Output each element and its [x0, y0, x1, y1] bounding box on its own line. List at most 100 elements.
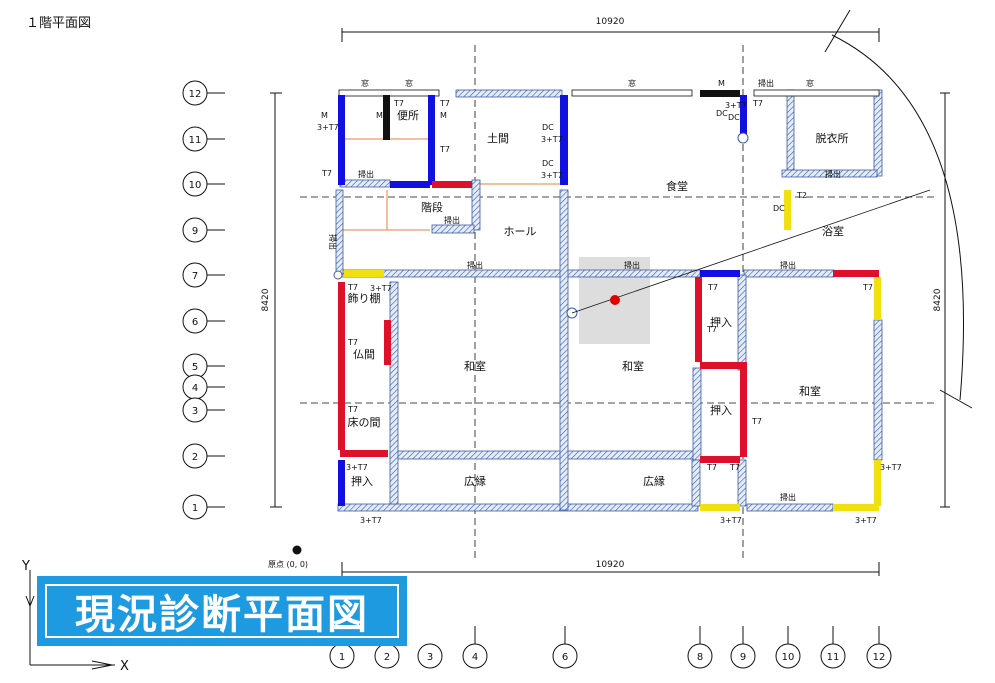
tag: T7	[862, 283, 873, 292]
wall-tags: M M M M T7 T7 T7 T7 T7 T7 T7 T7 T7 T7 T7…	[317, 79, 902, 525]
sumi-label: 掃出	[328, 234, 338, 250]
row-grid-label: 7	[192, 271, 198, 282]
sumi-label: 掃出	[758, 78, 774, 88]
tag: T7	[751, 417, 762, 426]
room-shelf: 飾り棚	[348, 291, 381, 305]
room-oshiire-2: 押入	[710, 403, 732, 417]
row-grid-label: 2	[192, 452, 198, 463]
tag: T7	[347, 338, 358, 347]
dimension-left-label: 8420	[261, 288, 271, 311]
marker-point	[610, 295, 620, 305]
x-axis-label: X	[120, 659, 129, 674]
room-oshiire-1: 押入	[710, 315, 732, 329]
window-label: 窓	[806, 78, 814, 88]
banner-title: 現況診断平面図	[75, 592, 369, 638]
tag: T7	[706, 325, 717, 334]
tag: T7	[393, 99, 404, 108]
sumi-label: 掃出	[624, 260, 640, 270]
room-hiroen-2: 広縁	[643, 474, 665, 488]
window-label: 窓	[628, 78, 636, 88]
dimension-top-label: 10920	[596, 17, 625, 27]
tag: T2	[796, 191, 807, 200]
tag: 3+T7	[317, 123, 339, 132]
room-dining: 食堂	[666, 179, 688, 193]
tag: 3+T7	[880, 463, 902, 472]
floor-title: １階平面図	[26, 16, 91, 31]
wall-labels: 窓 窓 窓 窓 掃出 掃出 掃出 掃出 掃出 掃出 掃出 掃出 掃出	[328, 78, 841, 502]
dimension-bottom-label: 10920	[596, 560, 625, 570]
sumi-label: 掃出	[780, 492, 796, 502]
black-walls	[383, 90, 740, 140]
room-toilet: 便所	[397, 109, 419, 122]
col-grid-label: 6	[562, 652, 568, 663]
col-grid-label: 11	[827, 652, 840, 663]
col-grid-label: 12	[873, 652, 886, 663]
arc-tick-bottom	[939, 389, 973, 409]
window-label: 窓	[405, 78, 413, 88]
tag: 3+T7	[370, 284, 392, 293]
tag: DC	[728, 113, 740, 122]
title-banner-frame: 現況診断平面図	[45, 584, 399, 638]
tag: 3+T7	[720, 516, 742, 525]
title-banner: 現況診断平面図	[37, 576, 407, 646]
tag: DC	[542, 123, 554, 132]
row-grid-label: 6	[192, 317, 198, 328]
yellow-walls	[344, 190, 881, 511]
tag: T7	[321, 169, 332, 178]
tag: T7	[439, 145, 450, 154]
row-grid-label: 1	[192, 503, 198, 514]
col-grid-label: 2	[384, 652, 390, 663]
row-grid-label: 11	[189, 135, 202, 146]
tag: T7	[706, 463, 717, 472]
room-washitsu-2: 和室	[622, 359, 644, 373]
marker-line	[571, 189, 931, 314]
sumi-label: 掃出	[467, 260, 483, 270]
window-label: 窓	[361, 78, 369, 88]
room-oshiire-left: 押入	[351, 474, 373, 488]
row-grid-label: 10	[189, 180, 202, 191]
tag: M	[321, 111, 328, 120]
sumi-label: 掃出	[358, 169, 374, 179]
row-grid-bubbles: 12 11 10 9 7 6 5 4 3 2 1	[182, 80, 225, 520]
row-grid-label: 4	[192, 383, 198, 394]
tag: 3+T7	[346, 463, 368, 472]
window-bars	[338, 89, 880, 97]
col-grid-bubbles: 1 2 3 4 6 8 9 10 11 12	[329, 626, 892, 669]
dimension-top	[341, 28, 880, 42]
tag: T7	[729, 463, 740, 472]
tag: DC	[773, 204, 785, 213]
room-hiroen-1: 広縁	[464, 474, 486, 488]
room-bath: 浴室	[822, 224, 844, 238]
row-grid-label: 9	[192, 226, 198, 237]
tag: DC	[542, 159, 554, 168]
col-grid-label: 1	[339, 652, 345, 663]
sumi-label: 掃出	[825, 169, 841, 179]
blue-walls	[338, 95, 747, 506]
tag: M	[376, 111, 383, 120]
tag: 3+T7	[725, 101, 747, 110]
tag: T7	[347, 283, 358, 292]
tag: T7	[347, 405, 358, 414]
origin-dot	[292, 545, 302, 555]
room-doma: 土間	[487, 132, 509, 145]
col-grid-label: 8	[697, 652, 703, 663]
room-butsuma: 仏間	[353, 348, 375, 361]
room-tokonoma: 床の間	[348, 415, 381, 429]
col-grid-label: 10	[782, 652, 795, 663]
tag: M	[440, 111, 447, 120]
red-walls	[338, 181, 879, 463]
room-washitsu-3: 和室	[799, 384, 821, 398]
sumi-label: 掃出	[444, 215, 460, 225]
tag: T7	[707, 283, 718, 292]
tag: T7	[439, 99, 450, 108]
row-grid-label: 12	[189, 89, 202, 100]
origin-label: 原点 (0, 0)	[268, 560, 308, 569]
col-grid-label: 9	[740, 652, 746, 663]
arc-tick-top	[824, 9, 851, 53]
dimension-bottom	[341, 562, 880, 576]
col-grid-label: 3	[427, 652, 433, 663]
sumi-label: 掃出	[780, 260, 796, 270]
swing-arc	[831, 34, 965, 401]
tag: DC	[716, 109, 728, 118]
